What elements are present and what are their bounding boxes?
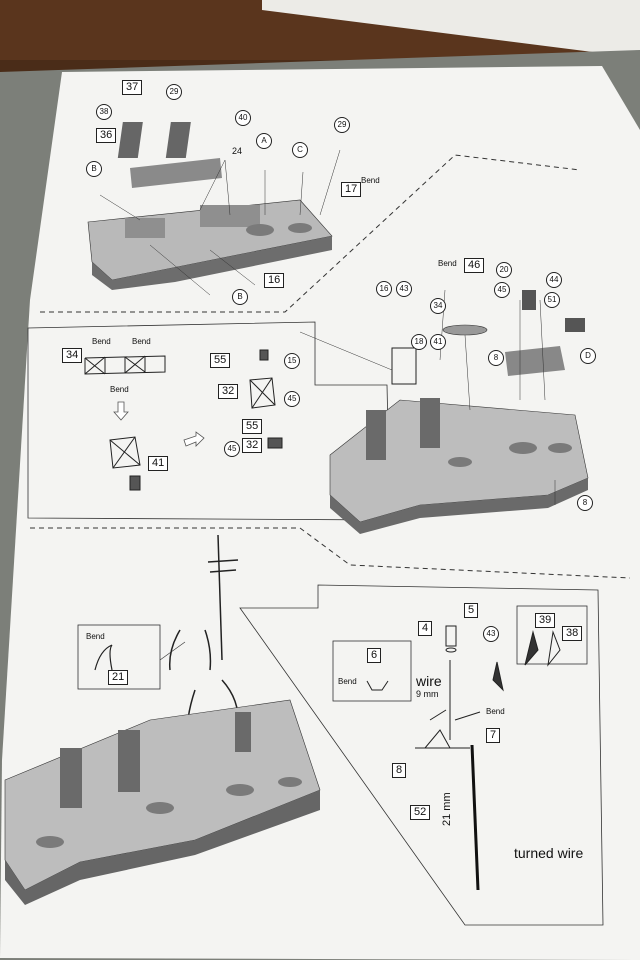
part-36-label: 36 bbox=[96, 128, 117, 143]
part-34-label: 34 bbox=[62, 348, 83, 363]
part-4-label: 4 bbox=[418, 621, 433, 636]
separator-2 bbox=[30, 527, 631, 579]
part-C-label: C bbox=[292, 142, 308, 158]
part-52-label: 52 bbox=[410, 805, 431, 820]
step1-funnels bbox=[117, 122, 222, 188]
step2-inset-frame bbox=[27, 321, 391, 521]
part-18-label: 18 bbox=[411, 334, 427, 350]
part-16b-label: 16 bbox=[376, 281, 392, 297]
part-32a-label: 32 bbox=[218, 384, 239, 399]
bend-label-1: Bend bbox=[92, 337, 111, 346]
part-45c-label: 45 bbox=[494, 282, 510, 298]
step1-hull bbox=[87, 199, 333, 290]
part-8b-label: 8 bbox=[577, 495, 593, 511]
part-7-label: 7 bbox=[486, 728, 501, 743]
separator-1 bbox=[40, 154, 581, 313]
bend-label-2: Bend bbox=[132, 337, 151, 346]
wire-label: wire bbox=[416, 673, 442, 689]
bend-label-3: Bend bbox=[110, 385, 129, 394]
mast-length-label: 21 mm bbox=[441, 792, 453, 826]
turned-wire-mast bbox=[470, 744, 480, 891]
part-44-label: 44 bbox=[546, 272, 562, 288]
part-8c-label: 8 bbox=[392, 763, 407, 778]
part-45b-label: 45 bbox=[224, 441, 240, 457]
bend-label-4: Bend bbox=[438, 259, 457, 268]
bend-label-c: Bend bbox=[486, 707, 505, 716]
step2-tower bbox=[109, 436, 141, 491]
part-D-label: D bbox=[580, 348, 596, 364]
part-40-label: 40 bbox=[235, 110, 251, 126]
step3-inset-39-38 bbox=[516, 605, 588, 665]
part-17-label: 17 bbox=[341, 182, 362, 197]
part-29b-label: 29 bbox=[334, 117, 350, 133]
step2-hull bbox=[329, 398, 589, 534]
turned-wire-label: turned wire bbox=[514, 845, 584, 861]
part-43b-label: 43 bbox=[396, 281, 412, 297]
part-6-label: 6 bbox=[367, 648, 382, 663]
step2-frame-part bbox=[84, 355, 166, 375]
part-24-label: 24 bbox=[232, 146, 243, 156]
step3-inset-right bbox=[239, 584, 604, 926]
part-34b-label: 34 bbox=[430, 298, 446, 314]
part-55a-label: 55 bbox=[210, 353, 231, 368]
step1-bend-label: Bend bbox=[361, 176, 380, 185]
back-sheet bbox=[262, 0, 640, 58]
part-21-label: 21 bbox=[108, 670, 129, 685]
part-38-label: 38 bbox=[96, 104, 112, 120]
part-45a-label: 45 bbox=[284, 391, 300, 407]
part-8-label: 8 bbox=[488, 350, 504, 366]
part-55b-label: 55 bbox=[242, 419, 263, 434]
part-41b-label: 41 bbox=[430, 334, 446, 350]
part-46-label: 46 bbox=[464, 258, 485, 273]
part-39-label: 39 bbox=[535, 613, 556, 628]
part-51-label: 51 bbox=[544, 292, 560, 308]
part-20-label: 20 bbox=[496, 262, 512, 278]
part-B2-label: B bbox=[232, 289, 248, 305]
part-41-label: 41 bbox=[148, 456, 169, 471]
bend-part-21 bbox=[94, 644, 113, 671]
step3-hull bbox=[4, 699, 321, 905]
part-5-label: 5 bbox=[464, 603, 479, 618]
step3-inset-bend bbox=[77, 624, 161, 690]
step3-inset-bend-6 bbox=[332, 640, 412, 702]
step2-arrows bbox=[113, 401, 205, 447]
inset-leader bbox=[159, 641, 186, 661]
part-16-label: 16 bbox=[264, 273, 285, 288]
wire-length-label: 9 mm bbox=[416, 689, 439, 699]
bend-label-a: Bend bbox=[86, 632, 105, 641]
step2-tower-b bbox=[249, 349, 283, 449]
part-29a-label: 29 bbox=[166, 84, 182, 100]
step3-inset-parts bbox=[366, 625, 561, 749]
part-A-label: A bbox=[256, 133, 272, 149]
step1-leader-lines bbox=[99, 149, 341, 296]
part-B1-label: B bbox=[86, 161, 102, 177]
part-37-label: 37 bbox=[122, 80, 143, 95]
part-32b-label: 32 bbox=[242, 438, 263, 453]
part-43-label: 43 bbox=[483, 626, 499, 642]
bend-label-b: Bend bbox=[338, 677, 357, 686]
part-15-label: 15 bbox=[284, 353, 300, 369]
part-38b-label: 38 bbox=[562, 626, 583, 641]
